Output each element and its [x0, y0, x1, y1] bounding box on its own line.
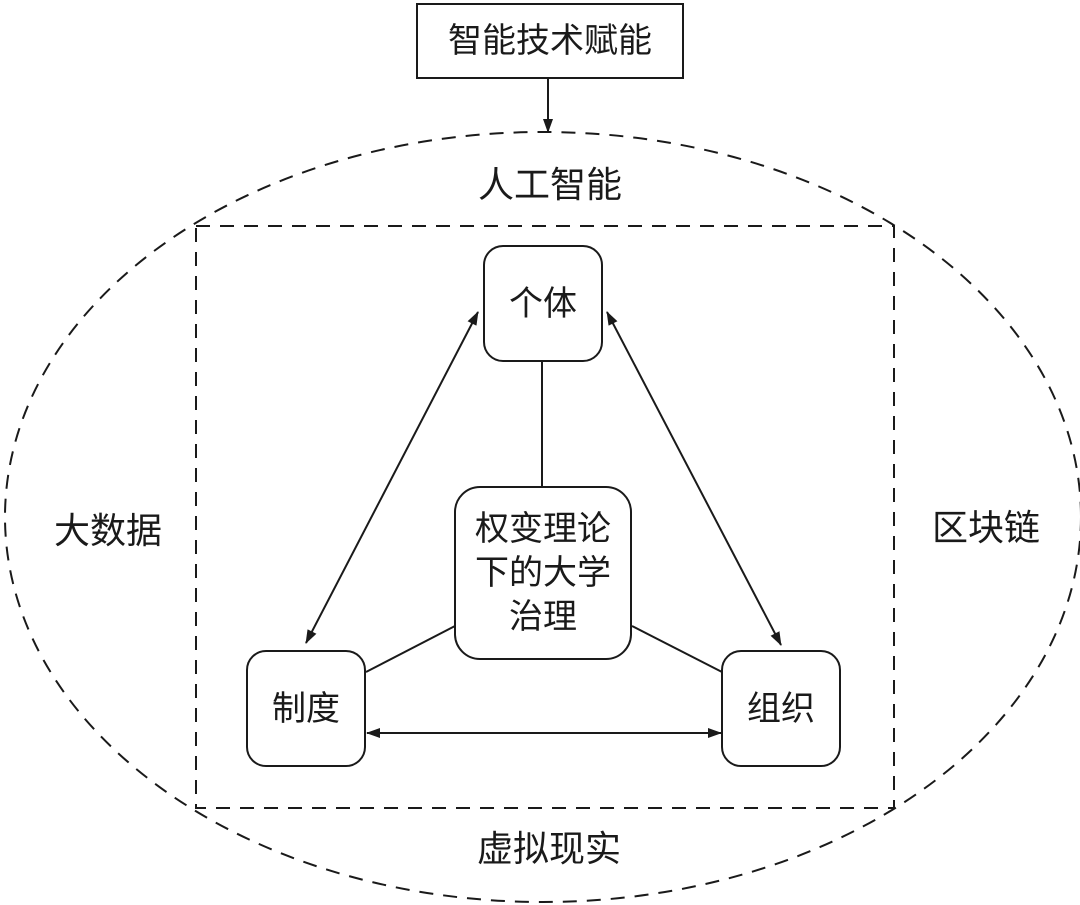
arrow-individual-organization — [606, 311, 782, 646]
label-virtual-reality: 虚拟现实 — [477, 829, 622, 870]
node-center-label: 权变理论下的大学治理 — [475, 509, 611, 637]
connector-center-institution — [365, 625, 456, 673]
label-big-data: 大数据 — [54, 511, 163, 552]
connector-center-organization — [631, 625, 723, 673]
node-institution: 制度 — [246, 650, 366, 767]
label-artificial-intelligence: 人工智能 — [478, 165, 623, 206]
node-individual-label: 个体 — [509, 283, 577, 324]
label-blockchain: 区块链 — [932, 508, 1041, 549]
arrow-individual-institution — [305, 311, 479, 644]
node-individual: 个体 — [483, 245, 603, 362]
node-organization: 组织 — [721, 650, 841, 767]
top-box-enablement: 智能技术赋能 — [416, 3, 684, 79]
top-box-label: 智能技术赋能 — [448, 21, 652, 61]
node-center-university-governance: 权变理论下的大学治理 — [454, 486, 632, 660]
node-organization-label: 组织 — [747, 688, 815, 729]
inner-dashed-rect — [195, 225, 895, 809]
node-institution-label: 制度 — [272, 688, 340, 729]
